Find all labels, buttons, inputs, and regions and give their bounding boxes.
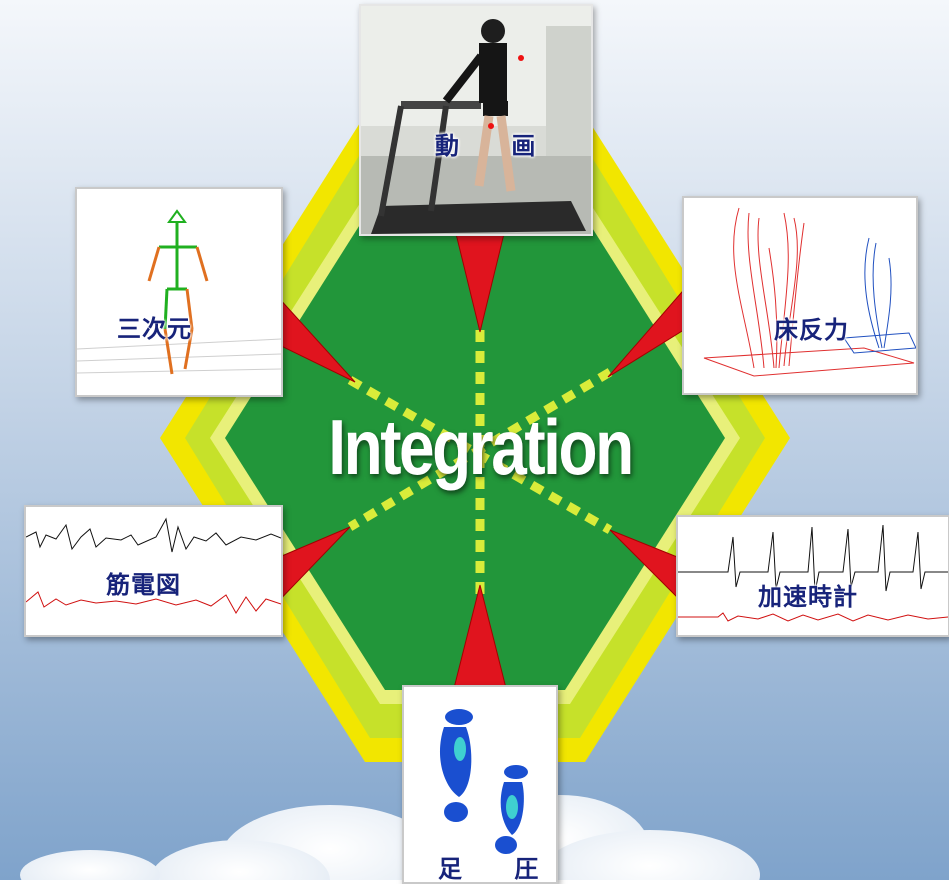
floor-force-label: 床反力	[774, 316, 849, 344]
clouds	[20, 795, 760, 884]
accelerometer-label: 加速時計	[758, 583, 858, 611]
footprint-icon	[439, 709, 528, 854]
accelerometer-card: 加速時計	[676, 515, 949, 637]
center-hexagon	[225, 185, 725, 690]
emg-card: 筋電図	[24, 505, 283, 637]
foot-pressure-label: 足 圧	[438, 855, 558, 883]
emg-signal	[26, 517, 281, 614]
three-d-card: 三次元	[75, 187, 283, 397]
dashed-spokes	[347, 330, 613, 600]
video-label: 動 画	[435, 132, 558, 160]
emg-label: 筋電図	[106, 571, 181, 599]
treadmill-photo	[361, 6, 591, 234]
foot-pressure-card: 足 圧	[402, 685, 558, 884]
accelerometer-signal	[678, 524, 948, 622]
floor-force-card: 床反力	[682, 196, 918, 395]
force-plot	[703, 207, 916, 377]
three-d-label: 三次元	[117, 315, 192, 343]
integration-title: Integration	[328, 403, 634, 491]
stick-figure-icon	[77, 209, 281, 375]
video-card: 動 画	[359, 4, 593, 236]
